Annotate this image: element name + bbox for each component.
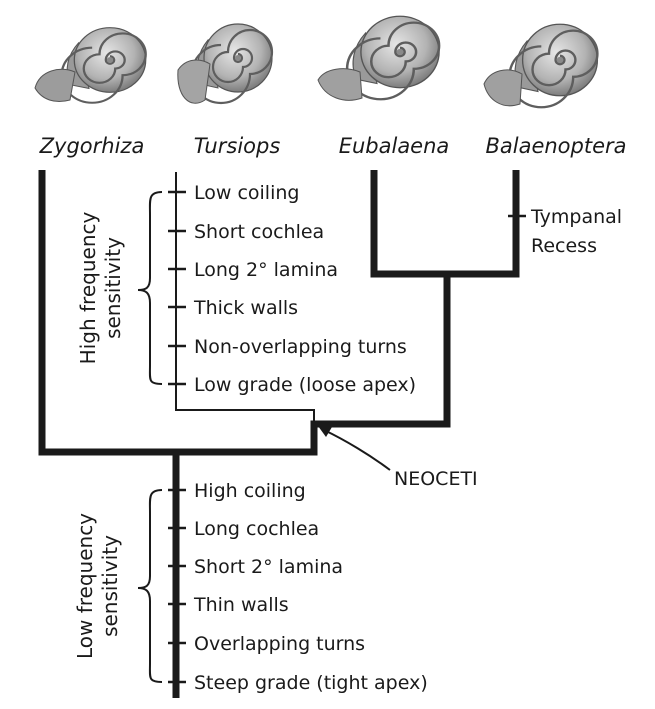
- high-frequency-ticks: [168, 190, 186, 386]
- high-frequency-label-line2: sensitivity: [101, 237, 125, 339]
- trait-long-cochlea: Long cochlea: [194, 518, 319, 540]
- low-frequency-ticks: [168, 488, 186, 684]
- branch-balaenoptera: [447, 170, 520, 278]
- trait-overlapping-turns: Overlapping turns: [194, 633, 365, 655]
- trait-long-lamina: Long 2° lamina: [194, 259, 338, 281]
- cochlea-balaenoptera-icon: [483, 23, 599, 109]
- trait-thin-walls: Thin walls: [193, 594, 289, 616]
- trait-thick-walls: Thick walls: [193, 297, 298, 319]
- taxon-balaenoptera: Balaenoptera: [485, 134, 626, 158]
- cochlea-tursiops-icon: [177, 22, 274, 105]
- trait-short-cochlea: Short cochlea: [194, 221, 324, 243]
- low-frequency-traits: High coiling Long cochlea Short 2° lamin…: [193, 480, 428, 694]
- trait-short-lamina: Short 2° lamina: [194, 556, 343, 578]
- trait-steep-grade: Steep grade (tight apex): [194, 672, 428, 694]
- trait-low-grade: Low grade (loose apex): [194, 374, 416, 396]
- trait-high-coiling: High coiling: [194, 480, 306, 502]
- taxon-eubalaena: Eubalaena: [339, 134, 450, 158]
- high-frequency-brace: [137, 191, 163, 385]
- high-frequency-label-line1: High frequency: [76, 212, 100, 365]
- cochlea-eubalaena-icon: [317, 15, 441, 101]
- trait-low-coiling: Low coiling: [194, 182, 299, 204]
- branch-zygorhiza: [38, 170, 451, 456]
- low-frequency-brace: [137, 489, 163, 683]
- taxon-tursiops: Tursiops: [194, 134, 281, 158]
- tympanal-recess-label-line2: Recess: [531, 235, 597, 257]
- tympanal-recess-label-line1: Tympanal: [530, 206, 622, 228]
- taxon-zygorhiza: Zygorhiza: [39, 134, 145, 158]
- low-frequency-label-line1: Low frequency: [73, 513, 97, 659]
- neoceti-arrow-line: [323, 429, 391, 471]
- branch-tursiops: [175, 172, 315, 424]
- trait-non-overlapping-turns: Non-overlapping turns: [194, 336, 407, 358]
- neoceti-label: NEOCETI: [394, 468, 478, 490]
- high-frequency-traits: Low coiling Short cochlea Long 2° lamina…: [193, 182, 416, 396]
- cochlea-zygorhiza-icon: [34, 26, 147, 104]
- neoceti-arrow-head: [318, 426, 332, 437]
- low-frequency-label-line2: sensitivity: [98, 535, 122, 637]
